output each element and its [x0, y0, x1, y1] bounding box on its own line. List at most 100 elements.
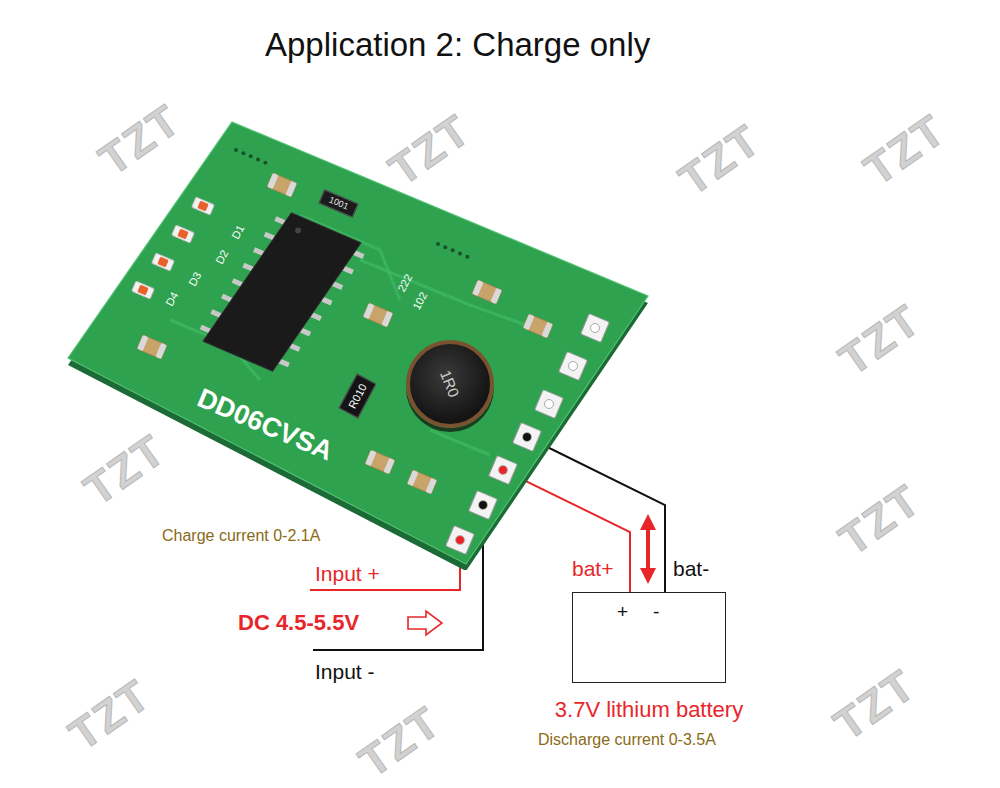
chip-pin: [211, 312, 220, 316]
solder-pad: [489, 456, 518, 485]
wire: [527, 437, 665, 592]
chip-pin: [233, 281, 242, 285]
part-marking: -: [653, 601, 659, 623]
chip-pin: [254, 250, 263, 254]
pad-hole: [523, 433, 532, 442]
via-hole: [436, 242, 440, 246]
capacitor-end: [155, 343, 166, 359]
trace: [360, 260, 540, 330]
chip: [203, 213, 361, 372]
chip-pin: [222, 296, 231, 300]
chip-pin: [312, 315, 321, 319]
pcb-module: D1D2D3D4222102DD06CVSA10011R0R010: [60, 115, 650, 570]
capacitor-end: [425, 478, 436, 494]
note: Charge current 0-2.1A: [162, 527, 320, 545]
board-drawing: [60, 115, 650, 570]
capacitor-end: [490, 288, 501, 304]
chip-pin: [280, 361, 289, 365]
capacitor-end: [381, 311, 392, 327]
chip-pin: [243, 265, 252, 269]
wire-dot: [456, 536, 464, 544]
via-hole: [234, 148, 238, 152]
wire-dot: [523, 433, 531, 441]
chip-pin: [265, 234, 274, 238]
part-marking: +: [617, 601, 628, 623]
pad-hole: [499, 466, 508, 475]
chip-pin: [322, 299, 331, 303]
led-lens: [137, 285, 148, 296]
capacitor-end: [365, 450, 376, 466]
capacitor-end: [267, 173, 278, 189]
chip-pin: [333, 284, 342, 288]
led: [192, 197, 215, 215]
capacitor: [363, 303, 393, 327]
led: [152, 253, 175, 271]
watermark: TZT: [670, 114, 770, 205]
chip-dot: [295, 228, 301, 234]
title: Application 2: Charge only: [265, 26, 650, 64]
current-arrow-shaft: [646, 526, 650, 572]
watermark: TZT: [380, 104, 480, 195]
solder-pad: [535, 390, 564, 419]
battery-label: 3.7V lithium battery: [555, 697, 743, 722]
led: [132, 281, 155, 299]
input-voltage: DC 4.5-5.5V: [238, 610, 359, 635]
capacitor-end: [285, 181, 296, 197]
via-hole: [451, 248, 455, 252]
chip-pin: [354, 253, 363, 257]
wire-dot: [479, 501, 487, 509]
capacitor-end: [541, 322, 552, 338]
pad-hole: [456, 536, 465, 545]
solder-pad: [559, 352, 588, 381]
battery: +-3.7V lithium battery: [572, 592, 726, 683]
solder-pad: [469, 491, 498, 520]
watermark: TZT: [830, 474, 930, 565]
chip-pin: [290, 346, 299, 350]
pad-hole: [545, 400, 554, 409]
capacitor-end: [472, 280, 483, 296]
led-lens: [197, 201, 208, 212]
capacitor: [267, 173, 297, 197]
solder-pad: [581, 314, 610, 343]
watermark: TZT: [90, 94, 190, 185]
current-arrow-head: [640, 568, 656, 584]
via-hole: [458, 252, 462, 256]
chip-pin: [344, 268, 353, 272]
pin-name: Input +: [315, 562, 380, 586]
via-hole: [241, 151, 245, 155]
capacitor-end: [407, 470, 418, 486]
pin-name: Input -: [315, 660, 375, 684]
via-hole: [249, 154, 253, 158]
pad-hole: [591, 324, 600, 333]
capacitor-end: [137, 335, 148, 351]
pin-name: bat+: [572, 557, 613, 581]
capacitor: [472, 280, 502, 304]
inductor: 1R0: [406, 340, 494, 428]
capacitor-end: [523, 314, 534, 330]
capacitor: [523, 314, 553, 338]
chip-pin: [201, 327, 210, 331]
led: [172, 225, 195, 243]
current-arrow-head: [640, 514, 656, 530]
solder-pad: [513, 423, 542, 452]
capacitor: [365, 450, 395, 474]
trace: [430, 430, 490, 455]
watermark: TZT: [830, 294, 930, 385]
part-marking: 1R0: [437, 368, 463, 400]
capacitor: [407, 470, 437, 494]
watermark: TZT: [75, 424, 175, 515]
capacitor-end: [383, 458, 394, 474]
wire-dot: [499, 466, 507, 474]
via-hole: [443, 245, 447, 249]
solder-pad: [446, 526, 475, 555]
watermark: TZT: [855, 104, 955, 195]
watermark: TZT: [350, 696, 450, 787]
watermark: TZT: [825, 659, 925, 750]
capacitor-end: [363, 303, 374, 319]
note: Discharge current 0-3.5A: [538, 731, 716, 749]
via-hole: [256, 158, 260, 162]
via-hole: [465, 255, 469, 259]
board: [68, 122, 648, 564]
watermark: TZT: [60, 669, 160, 760]
